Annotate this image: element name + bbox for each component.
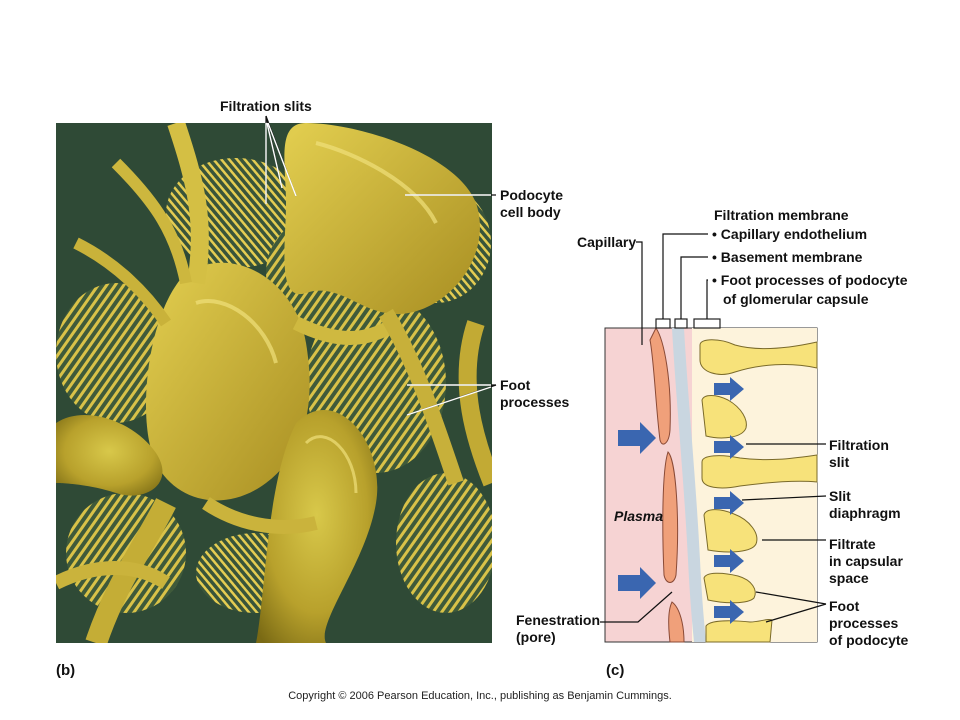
label-capillary: Capillary — [577, 234, 637, 250]
label-filtration-slit: Filtration slit — [829, 437, 889, 471]
label-fenestration-line2: (pore) — [516, 629, 556, 645]
leader-basement — [680, 256, 708, 319]
label-foot-b-line1: Foot — [500, 377, 531, 393]
leader-fenestration — [600, 591, 673, 623]
label-of-glomerular-capsule: of glomerular capsule — [723, 291, 869, 307]
capillary-endothelium-segment — [649, 327, 671, 445]
foot-process — [701, 454, 818, 489]
leader-slit-diaphragm — [741, 495, 827, 501]
label-fpp-line3: of podocyte — [829, 632, 909, 648]
foot-process — [705, 618, 773, 643]
flow-arrow — [714, 549, 744, 573]
flow-arrow — [714, 377, 744, 401]
label-fenestration-line1: Fenestration — [516, 612, 601, 628]
label-podocyte-cell-body: Podocyte cell body — [500, 187, 563, 221]
flow-arrows — [618, 377, 744, 624]
label-filtration-slits: Filtration slits — [220, 98, 312, 114]
label-filtration-slit-line2: slit — [829, 454, 850, 470]
flow-arrow — [618, 567, 656, 599]
label-slit-diaphragm-line2: diaphragm — [829, 505, 901, 521]
label-slit-diaphragm: Slit diaphragm — [829, 488, 901, 522]
label-podocyte-line2: cell body — [500, 204, 561, 220]
leader-endothelium — [662, 233, 708, 319]
label-plasma: Plasma — [614, 508, 664, 524]
label-filtrate: Filtrate in capsular space — [829, 536, 903, 587]
bracket-endothelium — [655, 318, 671, 329]
label-filtrate-line3: space — [829, 570, 869, 586]
label-foot-processes-of-podocyte: Foot processes of podocyte — [829, 598, 908, 649]
label-foot-b-line2: processes — [500, 394, 570, 410]
panel-tag-c: (c) — [606, 662, 625, 679]
flow-arrow — [714, 600, 744, 624]
micrograph-svg — [56, 123, 492, 643]
micrograph-image — [56, 123, 492, 643]
flow-arrow — [618, 422, 656, 454]
leader-foot-processes — [706, 279, 708, 319]
membrane-brackets — [655, 318, 721, 329]
bracket-basement — [674, 318, 688, 329]
basement-membrane — [672, 328, 706, 642]
panel-tag-b: (b) — [56, 662, 76, 679]
foot-processes-group — [699, 339, 818, 643]
copyright-notice: Copyright © 2006 Pearson Education, Inc.… — [288, 690, 672, 702]
foot-process — [699, 339, 818, 375]
label-podocyte-line1: Podocyte — [500, 187, 564, 203]
bracket-foot-processes — [693, 318, 721, 329]
leader-foot-proc-2 — [765, 603, 827, 623]
foot-process — [703, 572, 756, 604]
label-filtration-membrane: Filtration membrane — [714, 207, 849, 223]
label-basement-membrane: • Basement membrane — [712, 249, 863, 265]
label-slit-diaphragm-line1: Slit — [829, 488, 851, 504]
label-filtrate-line2: in capsular — [829, 553, 903, 569]
leader-capillary — [636, 241, 643, 345]
leader-foot-proc-1 — [755, 591, 827, 605]
label-filtration-slit-line1: Filtration — [829, 437, 889, 453]
label-fpp-line2: processes — [829, 615, 899, 631]
label-filtrate-line1: Filtrate — [829, 536, 876, 552]
capillary-endothelium-segment — [668, 601, 685, 643]
label-fenestration: Fenestration (pore) — [516, 612, 600, 646]
foot-process — [701, 395, 747, 439]
label-foot-processes-b: Foot processes — [500, 377, 569, 411]
leader-foot-processes-b2 — [406, 384, 497, 416]
capillary-endothelium-segment — [662, 451, 679, 583]
label-capillary-endothelium: • Capillary endothelium — [712, 226, 868, 242]
label-foot-processes-podocyte: • Foot processes of podocyte — [712, 272, 908, 288]
label-fpp-line1: Foot — [829, 598, 860, 614]
flow-arrow — [714, 435, 744, 459]
flow-arrow — [714, 491, 744, 515]
